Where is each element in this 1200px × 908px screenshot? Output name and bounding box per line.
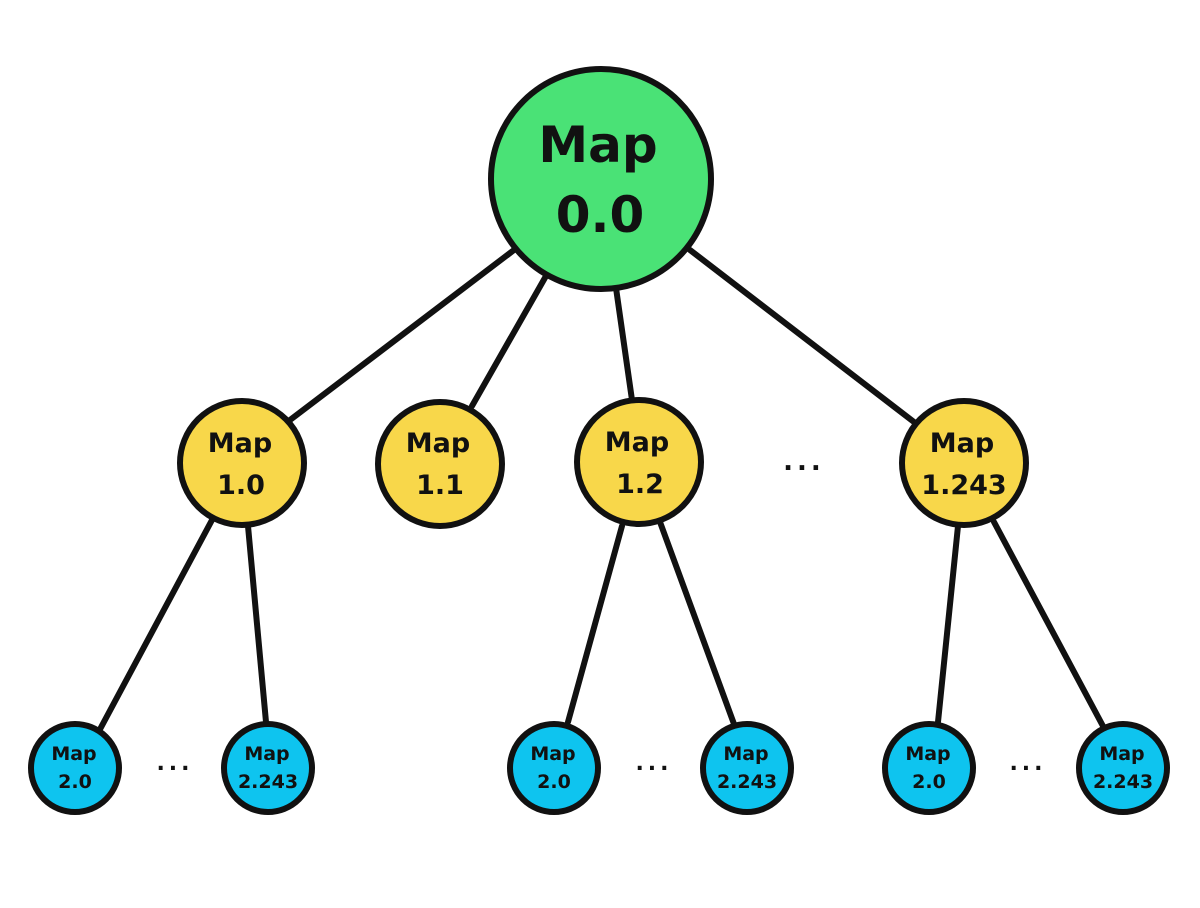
node-1-1-line1: Map [406,428,470,459]
edges [95,247,1107,736]
node-1-243-circle [899,398,1029,528]
node-1-0-circle [177,398,307,528]
node-b-2-243-line1: Map [723,743,768,765]
ellipsis-level1: ... [783,447,825,477]
node-a-2-0-line2: 2.0 [58,771,92,793]
node-1-0-line1: Map [208,428,272,459]
node-b-2-0-line1: Map [530,743,575,765]
node-map-2-0-b: Map 2.0 [507,721,601,815]
node-c-2-243-circle [1076,721,1170,815]
node-root-line1: Map [538,116,657,174]
node-a-2-243-line1: Map [244,743,289,765]
node-a-2-0-line1: Map [51,743,96,765]
node-1-2-line2: 1.2 [616,469,664,500]
ellipsis-group-b: ... [635,751,672,776]
edge-root-1-243 [687,247,917,425]
node-root-circle [488,66,714,292]
node-map-2-0-c: Map 2.0 [882,721,976,815]
node-map-2-243-a: Map 2.243 [221,721,315,815]
ellipsis-group-c: ... [1009,751,1046,776]
node-a-2-243-line2: 2.243 [238,771,298,793]
node-a-2-243-circle [221,721,315,815]
node-b-2-243-line2: 2.243 [717,771,777,793]
node-1-243-line2: 1.243 [921,470,1006,501]
edge-1-2-b-2-243 [657,519,737,727]
node-1-2-circle [574,397,704,527]
node-map-2-243-b: Map 2.243 [700,721,794,815]
node-1-1-line2: 1.1 [416,470,464,501]
node-c-2-0-line1: Map [905,743,950,765]
node-c-2-243-line2: 2.243 [1093,771,1153,793]
node-b-2-243-circle [700,721,794,815]
node-b-2-0-line2: 2.0 [537,771,571,793]
node-c-2-0-line2: 2.0 [912,771,946,793]
edge-1-2-b-2-0 [565,523,625,725]
edge-1-0-a-2-0 [95,517,215,736]
node-map-1-2: Map 1.2 [574,397,704,527]
ellipsis-group-a: ... [156,751,193,776]
node-1-2-line1: Map [605,427,669,458]
node-1-0-line2: 1.0 [217,470,265,501]
edge-root-1-0 [287,247,517,423]
node-map-2-243-c: Map 2.243 [1076,721,1170,815]
node-b-2-0-circle [507,721,601,815]
node-map-2-0-a: Map 2.0 [28,721,122,815]
edge-root-1-2 [613,285,635,403]
node-map-1-1: Map 1.1 [375,399,505,529]
node-c-2-243-line1: Map [1099,743,1144,765]
edge-1-243-c-2-243 [991,519,1107,731]
edge-1-0-a-2-243 [245,523,269,725]
node-map-0-0: Map 0.0 [488,66,714,292]
edge-1-243-c-2-0 [935,523,961,725]
node-root-line2: 0.0 [556,186,645,244]
node-1-243-line1: Map [930,428,994,459]
node-map-1-0: Map 1.0 [177,398,307,528]
node-map-1-243: Map 1.243 [899,398,1029,528]
node-1-1-circle [375,399,505,529]
node-a-2-0-circle [28,721,122,815]
edge-root-1-1 [469,273,549,409]
node-c-2-0-circle [882,721,976,815]
